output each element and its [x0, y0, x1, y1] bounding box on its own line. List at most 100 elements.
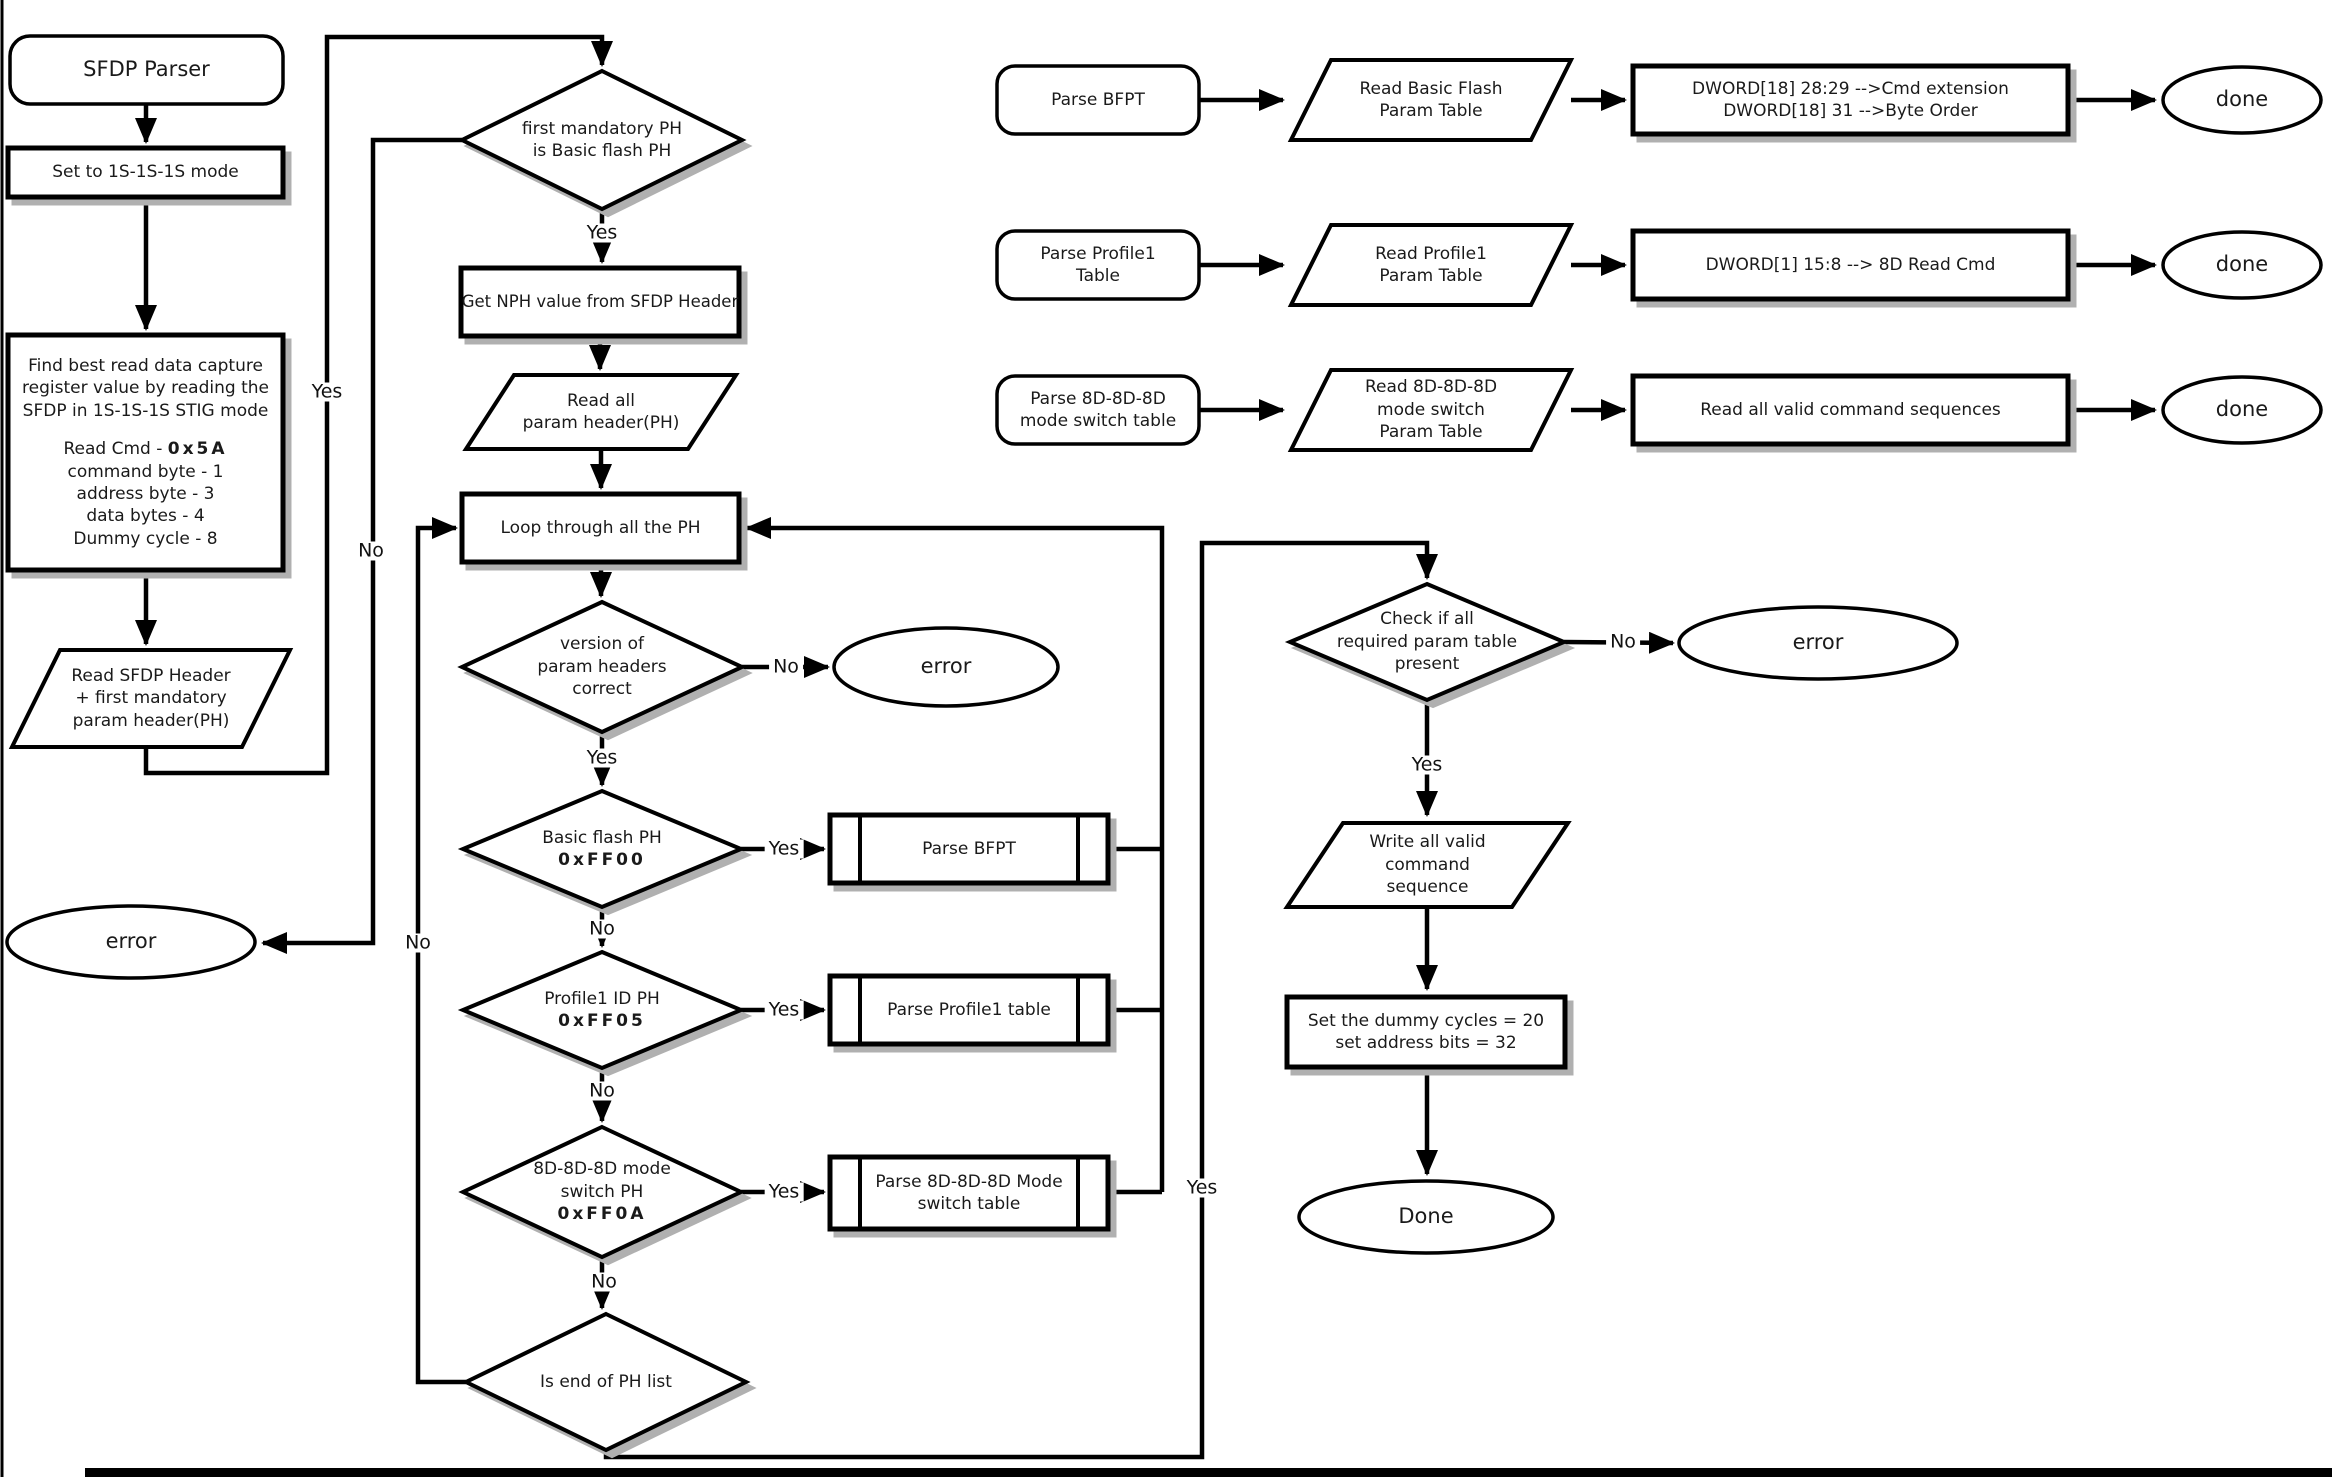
edge-label-profile1-no: No — [585, 1081, 619, 1101]
decision-8d-mode-switch-ph — [458, 1124, 746, 1260]
label-basic-flash-hex: 0xFF00 — [558, 850, 646, 870]
io-read-basic-flash — [1287, 58, 1575, 142]
label-row1-io: Read Basic Flash Param Table — [1359, 78, 1503, 121]
terminal-done-row3 — [2161, 375, 2323, 445]
label-8d-mode-hex: 0xFF0A — [557, 1204, 647, 1225]
process-set-dummy-cycles — [1284, 994, 1568, 1070]
edge-label-firstmandatory-yes: Yes — [582, 223, 622, 243]
edge-label-profile1-yes: Yes — [764, 1000, 804, 1020]
decision-version-correct — [457, 599, 747, 735]
process-dword18 — [1630, 63, 2071, 137]
label-read-cmd-hex: 0x5A — [167, 439, 228, 460]
label-set-mode: Set to 1S-1S-1S mode — [52, 162, 239, 183]
label-row2-start: Parse Profile1 Table — [1040, 243, 1156, 286]
label-row3-start: Parse 8D-8D-8D mode switch table — [1019, 388, 1177, 431]
edge-return-collector-to-loop — [745, 517, 1165, 1192]
label-error-right: error — [1792, 630, 1844, 655]
terminal-parse-8d-row — [995, 374, 1201, 446]
label-row3-action: Read all valid command sequences — [1700, 399, 2001, 420]
edge-label-basicflash-yes: Yes — [764, 839, 804, 859]
terminal-parse-bfpt-row — [995, 64, 1201, 136]
label-find-best-intro: Find best read data capture register val… — [22, 355, 269, 421]
label-error-mid: error — [920, 654, 972, 679]
decision-check-required-tables — [1284, 581, 1570, 703]
process-set-mode — [5, 145, 286, 200]
decision-basic-flash-ph — [457, 788, 747, 910]
label-read-sfdp-header: Read SFDP Header + first mandatory param… — [71, 665, 231, 731]
decision-profile1-id-ph — [457, 949, 747, 1071]
process-find-best-read — [5, 332, 286, 573]
label-row1-done: done — [2215, 87, 2269, 112]
terminal-done-row1 — [2161, 65, 2323, 135]
edge-label-feedback-yes: Yes — [307, 382, 347, 402]
label-find-best: Find best read data capture register val… — [8, 335, 283, 570]
subprocess-parse-8d-mode — [827, 1154, 1111, 1232]
label-row1-action: DWORD[18] 28:29 -->Cmd extension DWORD[1… — [1692, 78, 2009, 121]
label-first-mandatory: first mandatory PH is Basic flash PH — [521, 118, 683, 161]
label-row2-action: DWORD[1] 15:8 --> 8D Read Cmd — [1705, 254, 1996, 275]
process-get-nph — [458, 265, 742, 339]
page-bottom-bar — [85, 1468, 2332, 1477]
label-profile1: Profile1 ID PH 0xFF05 — [463, 952, 741, 1068]
edge-label-endph-yes: Yes — [1182, 1178, 1222, 1198]
label-sfdp-parser: SFDP Parser — [83, 57, 210, 82]
io-read-all-ph — [462, 373, 740, 451]
label-loop-ph: Loop through all the PH — [500, 517, 701, 538]
label-write-valid: Write all valid command sequence — [1369, 832, 1486, 898]
edge-label-firstmandatory-no: No — [354, 541, 388, 561]
subprocess-parse-bfpt — [827, 812, 1111, 886]
label-error-left: error — [105, 929, 157, 954]
terminal-error-left — [5, 904, 257, 980]
edge-label-endph-no: No — [401, 933, 435, 953]
terminal-done-main — [1297, 1179, 1555, 1255]
io-write-valid-sequence — [1283, 821, 1572, 909]
label-parse-bfpt-sub: Parse BFPT — [922, 838, 1016, 859]
label-8d-mode-text: 8D-8D-8D mode switch PH — [533, 1159, 671, 1202]
edge-label-check-no: No — [1606, 632, 1640, 652]
terminal-error-mid — [832, 626, 1060, 708]
label-check-required: Check if all required param table presen… — [1336, 609, 1518, 675]
label-profile1-text: Profile1 ID PH — [544, 988, 660, 1009]
terminal-parse-profile1-row — [995, 229, 1201, 301]
label-find-best-params: command byte - 1 address byte - 3 data b… — [67, 461, 224, 549]
label-basic-flash: Basic flash PH 0xFF00 — [463, 791, 741, 907]
label-parse-8d-sub: Parse 8D-8D-8D Mode switch table — [875, 1171, 1063, 1214]
edge-readsfdp-yes-feedback — [143, 34, 613, 776]
edge-label-check-yes: Yes — [1407, 755, 1447, 775]
process-dword1 — [1630, 228, 2071, 302]
edge-label-version-no: No — [769, 657, 803, 677]
label-basic-flash-text: Basic flash PH — [542, 827, 662, 848]
io-read-profile1 — [1287, 223, 1575, 307]
terminal-error-right — [1677, 605, 1959, 681]
terminal-sfdp-parser — [8, 34, 285, 106]
subprocess-parse-profile1 — [827, 973, 1111, 1047]
edge-label-basicflash-no: No — [585, 919, 619, 939]
label-done-main: Done — [1398, 1204, 1454, 1229]
decision-first-mandatory-ph — [457, 68, 747, 212]
label-8d-mode: 8D-8D-8D mode switch PH 0xFF0A — [463, 1127, 741, 1257]
io-read-sfdp-header — [8, 648, 294, 749]
label-row2-done: done — [2215, 252, 2269, 277]
label-get-nph: Get NPH value from SFDP Header — [461, 292, 739, 312]
label-row3-io: Read 8D-8D-8D mode switch Param Table — [1364, 377, 1498, 443]
process-read-valid-sequences — [1630, 373, 2071, 447]
edge-endph-no-loopback — [415, 517, 466, 1385]
label-parse-profile1-sub: Parse Profile1 table — [887, 999, 1051, 1020]
decision-end-of-ph-list — [461, 1311, 751, 1453]
label-read-all-ph: Read all param header(PH) — [522, 390, 680, 433]
terminal-done-row2 — [2161, 230, 2323, 300]
edge-label-8d-yes: Yes — [764, 1182, 804, 1202]
label-row2-io: Read Profile1 Param Table — [1375, 243, 1487, 286]
label-version-check: version of param headers correct — [537, 634, 667, 700]
label-set-dummy: Set the dummy cycles = 20 set address bi… — [1307, 1010, 1545, 1053]
label-profile1-hex: 0xFF05 — [558, 1011, 646, 1031]
label-row3-done: done — [2215, 397, 2269, 422]
edge-label-version-yes: Yes — [582, 748, 622, 768]
label-end-of-ph: Is end of PH list — [540, 1371, 672, 1392]
process-loop-all-ph — [459, 491, 742, 565]
edge-endph-yes-to-check — [603, 540, 1438, 1460]
io-read-8d-mode — [1287, 368, 1575, 452]
label-row1-start: Parse BFPT — [1051, 89, 1145, 110]
